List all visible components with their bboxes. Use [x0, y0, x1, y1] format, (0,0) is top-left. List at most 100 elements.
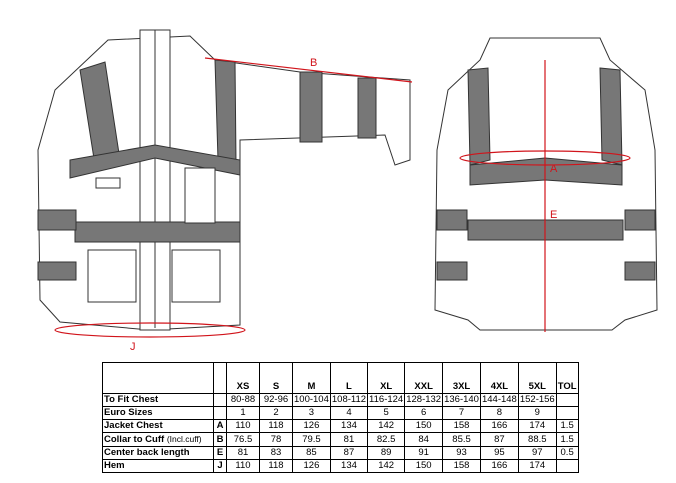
value-cell: 87 — [479, 432, 519, 447]
value-cell: 174 — [517, 459, 557, 473]
measure-code: A — [213, 419, 227, 433]
value-cell: 152-156 — [517, 393, 557, 407]
tolerance-cell — [555, 459, 579, 473]
value-cell: 100-104 — [292, 393, 331, 407]
value-cell: 83 — [259, 446, 293, 460]
row-label-cell: Jacket Chest — [102, 419, 214, 433]
header-blank — [102, 362, 214, 394]
value-cell: 87 — [329, 446, 369, 460]
measure-code: B — [213, 432, 227, 447]
tolerance-cell: 1.5 — [555, 432, 579, 447]
value-cell: 118 — [259, 419, 293, 433]
value-cell: 91 — [404, 446, 444, 460]
value-cell: 92-96 — [259, 393, 293, 407]
value-cell: 166 — [479, 459, 519, 473]
size-header: 5XL — [517, 362, 557, 394]
value-cell: 134 — [329, 459, 369, 473]
value-cell: 97 — [517, 446, 557, 460]
row-label-cell: Collar to Cuff (Incl.cuff) — [102, 432, 214, 447]
front-jacket-drawing — [37, 29, 411, 331]
measure-code — [213, 406, 227, 420]
value-cell: 88.5 — [517, 432, 557, 447]
row-label: Jacket Chest — [104, 420, 163, 431]
value-cell: 116-124 — [367, 393, 406, 407]
size-header: XL — [367, 362, 406, 394]
value-cell: 150 — [404, 459, 444, 473]
value-cell: 78 — [259, 432, 293, 447]
label-b: B — [310, 57, 317, 69]
value-cell: 110 — [226, 459, 260, 473]
value-cell: 9 — [517, 406, 557, 420]
measure-code: J — [213, 459, 227, 473]
value-cell: 142 — [367, 419, 406, 433]
value-cell: 134 — [329, 419, 369, 433]
tolerance-cell — [555, 393, 579, 407]
size-header: XXL — [404, 362, 444, 394]
row-label-cell: To Fit Chest — [102, 393, 214, 407]
value-cell: 136-140 — [442, 393, 481, 407]
tolerance-cell: 0.5 — [555, 446, 579, 460]
row-label: Collar to Cuff — [104, 434, 165, 445]
value-cell: 89 — [367, 446, 406, 460]
value-cell: 1 — [226, 406, 260, 420]
value-cell: 150 — [404, 419, 444, 433]
header-blank — [213, 362, 227, 394]
value-cell: 110 — [226, 419, 260, 433]
value-cell: 85.5 — [442, 432, 481, 447]
value-cell: 174 — [517, 419, 557, 433]
value-cell: 79.5 — [292, 432, 331, 447]
size-header: M — [292, 362, 331, 394]
value-cell: 3 — [292, 406, 331, 420]
value-cell: 8 — [479, 406, 519, 420]
label-a: A — [550, 163, 558, 175]
label-j: J — [130, 341, 136, 353]
value-cell: 126 — [292, 459, 331, 473]
value-cell: 93 — [442, 446, 481, 460]
value-cell: 144-148 — [479, 393, 519, 407]
value-cell: 76.5 — [226, 432, 260, 447]
tolerance-cell: 1.5 — [555, 419, 579, 433]
value-cell: 81 — [329, 432, 369, 447]
value-cell: 158 — [442, 419, 481, 433]
row-label: Euro Sizes — [104, 407, 153, 418]
value-cell: 166 — [479, 419, 519, 433]
value-cell: 118 — [259, 459, 293, 473]
size-header: XS — [226, 362, 260, 394]
value-cell: 81 — [226, 446, 260, 460]
measure-code — [213, 393, 227, 407]
value-cell: 82.5 — [367, 432, 406, 447]
back-jacket-drawing — [434, 37, 658, 331]
value-cell: 7 — [442, 406, 481, 420]
measure-code: E — [213, 446, 227, 460]
row-label: To Fit Chest — [104, 394, 159, 405]
value-cell: 2 — [259, 406, 293, 420]
value-cell: 158 — [442, 459, 481, 473]
size-header: L — [329, 362, 369, 394]
size-header: 4XL — [479, 362, 519, 394]
value-cell: 80-88 — [226, 393, 260, 407]
size-header: S — [259, 362, 293, 394]
value-cell: 126 — [292, 419, 331, 433]
tolerance-cell — [555, 406, 579, 420]
measurement-lines — [54, 57, 631, 338]
value-cell: 4 — [329, 406, 369, 420]
row-label-cell: Center back length — [102, 446, 214, 460]
row-label: Hem — [104, 460, 125, 471]
value-cell: 142 — [367, 459, 406, 473]
value-cell: 84 — [404, 432, 444, 447]
row-note: (Incl.cuff) — [166, 434, 202, 444]
value-cell: 108-112 — [329, 393, 369, 407]
size-header: 3XL — [442, 362, 481, 394]
row-label-cell: Euro Sizes — [102, 406, 214, 420]
value-cell: 95 — [479, 446, 519, 460]
value-cell: 5 — [367, 406, 406, 420]
jacket-diagram: B A E J — [37, 29, 658, 353]
